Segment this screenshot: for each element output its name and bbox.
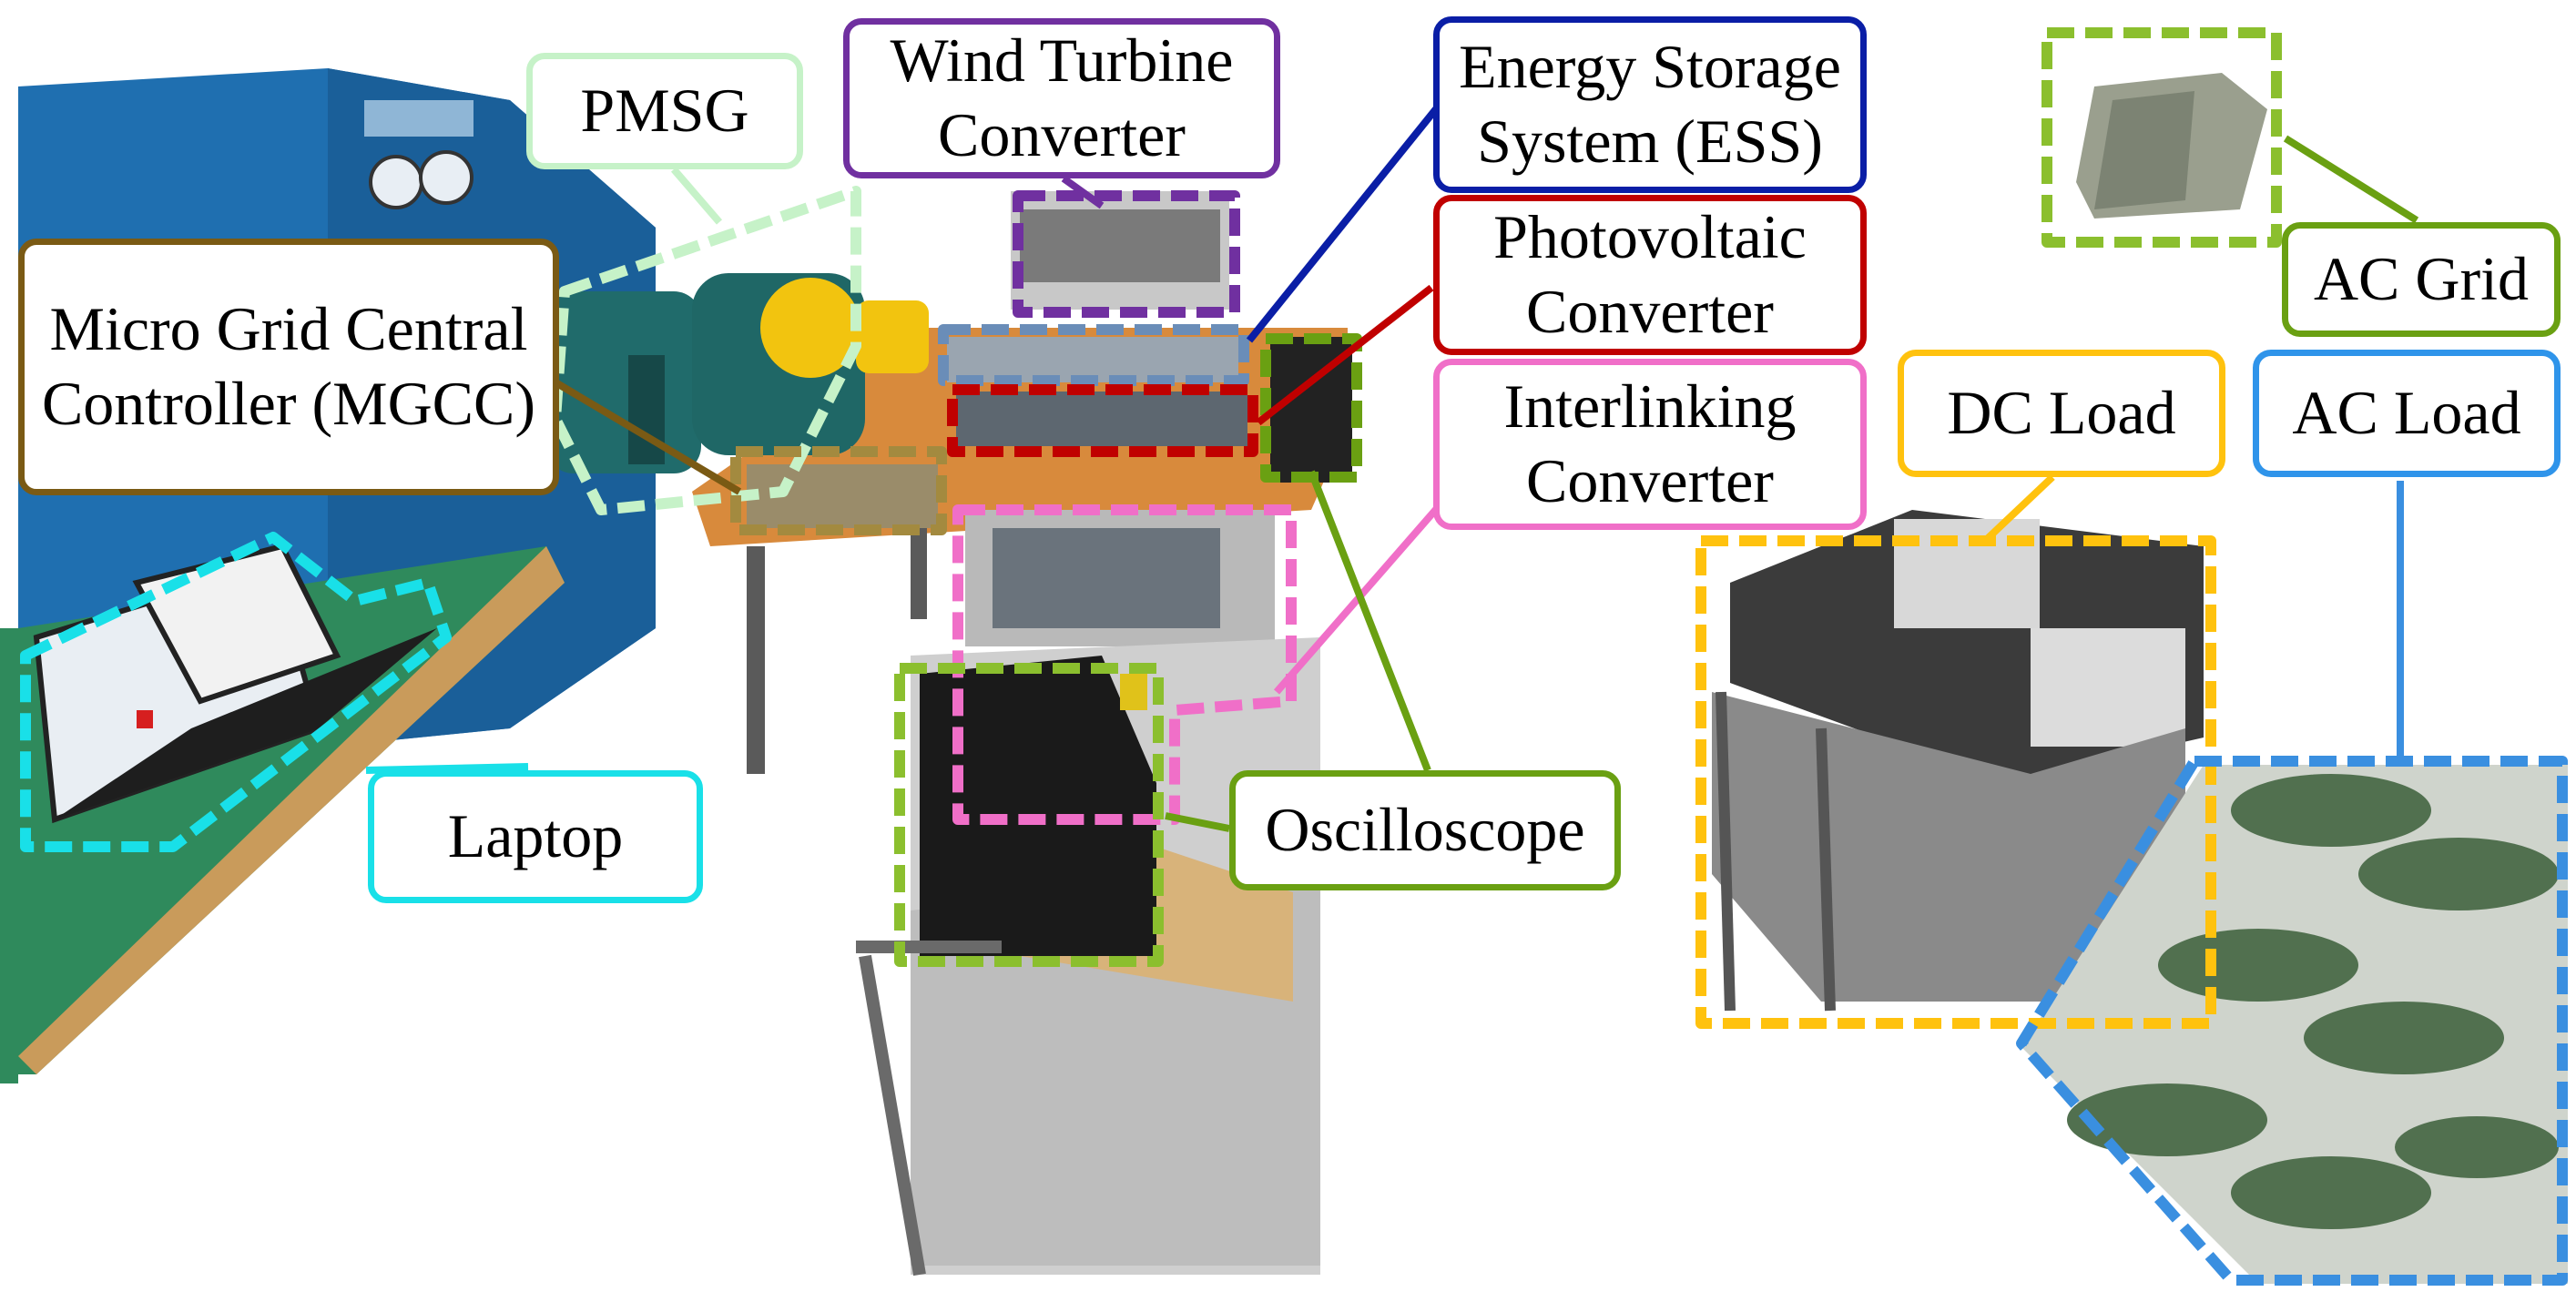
ess-leader bbox=[1246, 94, 1450, 343]
pmsg-machine bbox=[546, 273, 929, 473]
dc-load-leader bbox=[1982, 474, 2055, 544]
converter-boards bbox=[747, 191, 1352, 646]
dc-load-rack bbox=[1712, 510, 2204, 1012]
label-ess-line-2: System (ESS) bbox=[1477, 107, 1823, 176]
oscilloscope-leader-a bbox=[1308, 470, 1431, 772]
label-pmsg-line-1: PMSG bbox=[580, 76, 749, 146]
laptop-leader bbox=[365, 763, 529, 774]
mgcc-outline bbox=[730, 446, 947, 535]
ac-grid-leader bbox=[2283, 135, 2419, 224]
label-acgrid-line-1: AC Grid bbox=[2313, 244, 2530, 314]
label-photovoltaic-converter: Photovoltaic Converter bbox=[1433, 195, 1867, 355]
label-pv-line-2: Converter bbox=[1526, 277, 1774, 346]
wt-leader bbox=[1061, 175, 1105, 209]
label-laptop-line-1: Laptop bbox=[447, 801, 624, 871]
label-wt-line-2: Converter bbox=[938, 100, 1186, 169]
pv-outline bbox=[947, 384, 1258, 457]
label-dcload-line-1: DC Load bbox=[1947, 378, 2176, 448]
mgcc-leader bbox=[553, 379, 742, 495]
label-mgcc-line-1: Micro Grid Central bbox=[49, 294, 528, 364]
label-mgcc: Micro Grid Central Controller (MGCC) bbox=[18, 239, 559, 495]
oscilloscope-cart bbox=[856, 637, 1320, 1277]
label-acload-line-1: AC Load bbox=[2292, 378, 2521, 448]
pv-leader bbox=[1256, 284, 1434, 426]
oscilloscope-leader-b bbox=[1165, 812, 1230, 832]
label-wt-line-1: Wind Turbine bbox=[890, 25, 1234, 96]
label-wind-turbine-converter: Wind Turbine Converter bbox=[843, 18, 1280, 178]
label-oscilloscope: Oscilloscope bbox=[1229, 770, 1621, 890]
label-pmsg: PMSG bbox=[526, 53, 803, 169]
laptop-outline bbox=[20, 532, 452, 852]
label-laptop: Laptop bbox=[368, 770, 703, 903]
label-osc-line-1: Oscilloscope bbox=[1265, 795, 1585, 865]
label-pv-line-1: Photovoltaic bbox=[1493, 202, 1807, 272]
pmsg-outline bbox=[550, 186, 861, 515]
label-interlinking-converter: Interlinking Converter bbox=[1433, 359, 1867, 530]
dc-load-outline bbox=[1695, 535, 2216, 1029]
label-mgcc-line-2: Controller (MGCC) bbox=[41, 369, 536, 438]
label-ic-line-2: Converter bbox=[1526, 446, 1774, 515]
ac-load-outline bbox=[2016, 756, 2568, 1286]
label-ess-line-1: Energy Storage bbox=[1459, 32, 1841, 102]
ac-load-rack bbox=[2021, 765, 2568, 1284]
pmsg-leader bbox=[670, 167, 723, 225]
label-dc-load: DC Load bbox=[1898, 350, 2225, 477]
oscilloscope-outline bbox=[894, 663, 1164, 967]
ac-grid-box bbox=[2076, 73, 2267, 219]
label-ac-grid: AC Grid bbox=[2282, 222, 2561, 337]
ess-outline bbox=[938, 324, 1249, 386]
interlinking-outline bbox=[952, 504, 1297, 825]
label-ic-line-1: Interlinking bbox=[1503, 371, 1797, 442]
label-energy-storage-system: Energy Storage System (ESS) bbox=[1433, 16, 1867, 193]
label-ac-load: AC Load bbox=[2253, 350, 2561, 477]
ac-grid-outline bbox=[2041, 27, 2282, 248]
wind-turbine-outline bbox=[1013, 190, 1240, 318]
